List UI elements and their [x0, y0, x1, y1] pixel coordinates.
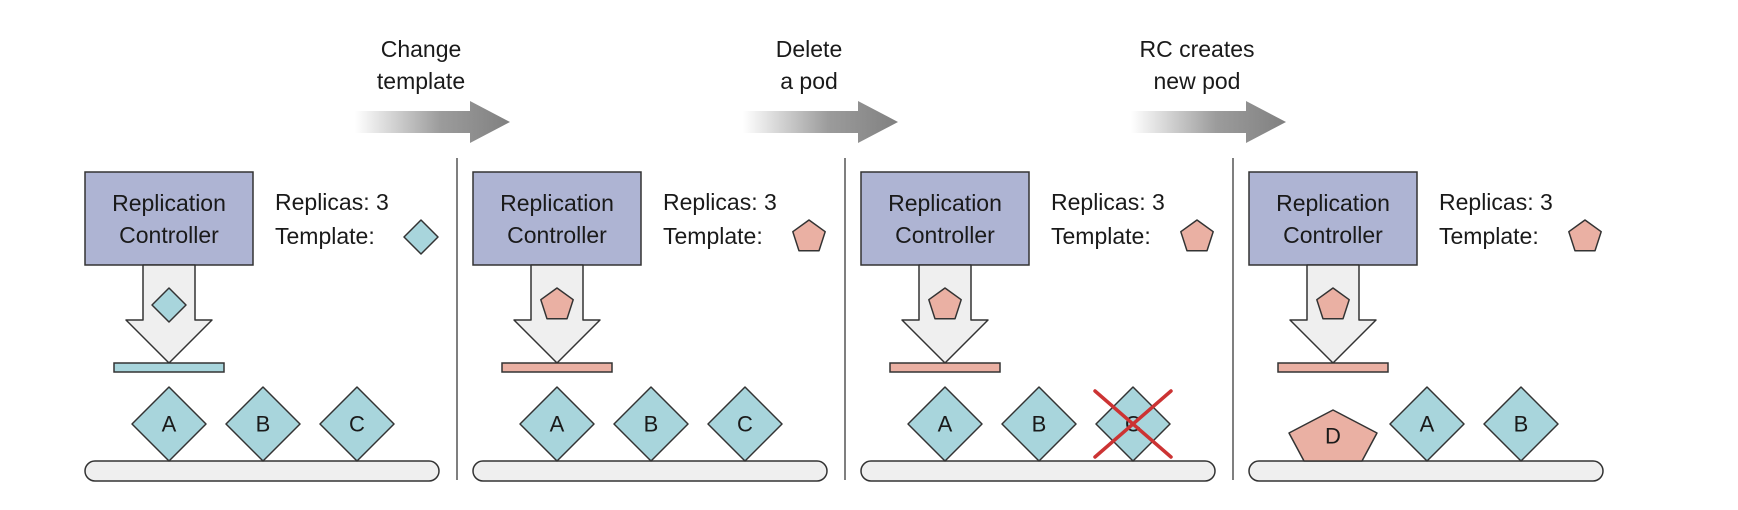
- pod-a: A: [1389, 386, 1465, 462]
- pod-label: A: [550, 412, 565, 437]
- template-shape-icon: [1568, 219, 1602, 252]
- replication-controller-box: [84, 171, 254, 266]
- pod-shape: [707, 386, 783, 462]
- pod-shape: [131, 386, 207, 462]
- pod-label: A: [1420, 412, 1435, 437]
- transition-label-line1: Delete: [776, 36, 842, 62]
- pod-shape: [613, 386, 689, 462]
- template-label: Template:: [1051, 223, 1151, 249]
- controller-label-line1: Replication: [1276, 190, 1390, 216]
- transition-arrow: [743, 101, 898, 143]
- pod-shape: [1483, 386, 1559, 462]
- pod-label: D: [1325, 424, 1341, 449]
- controller-label-line2: Controller: [1283, 222, 1383, 248]
- transition-label-line2: template: [377, 68, 465, 94]
- template-bar: [1277, 362, 1389, 373]
- controller-label-line2: Controller: [507, 222, 607, 248]
- controller-label-line1: Replication: [112, 190, 226, 216]
- pod-a: A: [131, 386, 207, 462]
- pod-label: C: [737, 412, 753, 437]
- template-label: Template:: [1439, 223, 1539, 249]
- pod-tray: [860, 460, 1216, 482]
- controller-label-line2: Controller: [895, 222, 995, 248]
- transition-arrow: [355, 101, 510, 143]
- replicas-label: Replicas: 3: [275, 189, 389, 215]
- transition-3: RC creates new pod: [1131, 36, 1286, 143]
- controller-label-line1: Replication: [888, 190, 1002, 216]
- controller-label-line1: Replication: [500, 190, 614, 216]
- pod-tray: [472, 460, 828, 482]
- replication-controller-box: [472, 171, 642, 266]
- delete-mark: [1093, 389, 1173, 459]
- replication-controller-box: [860, 171, 1030, 266]
- template-bar: [113, 362, 225, 373]
- transition-label-line2: new pod: [1154, 68, 1241, 94]
- arrow-template-icon: [928, 287, 962, 320]
- pod-shape: [907, 386, 983, 462]
- transition-label-line1: RC creates: [1139, 36, 1254, 62]
- pod-b: B: [1001, 386, 1077, 462]
- transition-arrow: [1131, 101, 1286, 143]
- pod-b: B: [613, 386, 689, 462]
- pod-label: C: [349, 412, 365, 437]
- pod-shape: [1001, 386, 1077, 462]
- replicas-label: Replicas: 3: [1051, 189, 1165, 215]
- template-shape-icon: [1180, 219, 1214, 252]
- pod-b: B: [225, 386, 301, 462]
- transition-1: Change template: [355, 36, 510, 143]
- transition-label-line2: a pod: [780, 68, 838, 94]
- pod-c: C: [707, 386, 783, 462]
- template-label: Template:: [663, 223, 763, 249]
- pod-a: A: [907, 386, 983, 462]
- arrow-template-icon: [540, 287, 574, 320]
- pod-label: B: [256, 412, 271, 437]
- template-shape-icon: [403, 219, 439, 255]
- pod-c: C: [1093, 386, 1173, 462]
- pod-a: A: [519, 386, 595, 462]
- replicas-label: Replicas: 3: [1439, 189, 1553, 215]
- pod-tray: [84, 460, 440, 482]
- controller-label-line2: Controller: [119, 222, 219, 248]
- transition-2: Delete a pod: [743, 36, 898, 143]
- pod-label: A: [162, 412, 177, 437]
- pod-d: D: [1288, 409, 1378, 462]
- arrow-template-icon: [1316, 287, 1350, 320]
- replication-controller-box: [1248, 171, 1418, 266]
- pod-shape: [225, 386, 301, 462]
- replicas-label: Replicas: 3: [663, 189, 777, 215]
- pod-b: B: [1483, 386, 1559, 462]
- pod-label: B: [1514, 412, 1529, 437]
- pod-label: B: [644, 412, 659, 437]
- pod-label: A: [938, 412, 953, 437]
- arrow-template-icon: [151, 287, 187, 323]
- template-label: Template:: [275, 223, 375, 249]
- pod-label: B: [1032, 412, 1047, 437]
- pod-shape: [319, 386, 395, 462]
- pod-shape: [519, 386, 595, 462]
- pod-tray: [1248, 460, 1604, 482]
- template-shape-icon: [792, 219, 826, 252]
- pod-shape: [1288, 409, 1378, 462]
- template-bar: [889, 362, 1001, 373]
- transition-label-line1: Change: [381, 36, 462, 62]
- template-bar: [501, 362, 613, 373]
- pod-c: C: [319, 386, 395, 462]
- pod-shape: [1389, 386, 1465, 462]
